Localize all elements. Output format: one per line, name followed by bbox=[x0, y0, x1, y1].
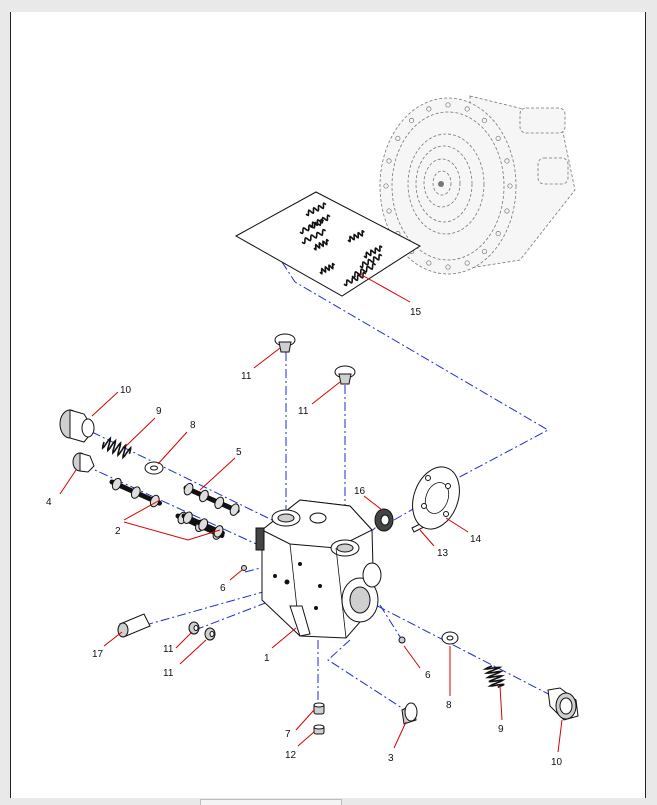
callout-11: 11 bbox=[241, 371, 252, 382]
callout-1: 1 bbox=[264, 653, 270, 664]
callout-10: 10 bbox=[551, 757, 563, 768]
callout-10: 10 bbox=[120, 385, 132, 396]
callout-9: 9 bbox=[156, 406, 162, 417]
callout-7: 7 bbox=[285, 729, 291, 740]
horizontal-scrollbar[interactable] bbox=[200, 799, 342, 805]
callout-4: 4 bbox=[46, 497, 52, 508]
callout-17: 17 bbox=[92, 649, 104, 660]
callout-11: 11 bbox=[298, 406, 309, 417]
plug-10-left bbox=[59, 409, 95, 443]
plug-3 bbox=[401, 702, 418, 725]
callout-11: 11 bbox=[163, 668, 174, 679]
plug-11-lower-a bbox=[188, 621, 200, 635]
leader-lines bbox=[59, 273, 563, 753]
callout-labels: 15 11 11 10 9 8 5 4 2 16 14 13 6 6 17 11… bbox=[46, 307, 563, 768]
callout-14: 14 bbox=[470, 534, 482, 545]
callout-11: 11 bbox=[163, 644, 174, 655]
spool-5 bbox=[181, 482, 240, 538]
callout-9: 9 bbox=[498, 724, 504, 735]
ball-6-left bbox=[241, 565, 247, 571]
spring-9-right bbox=[482, 665, 506, 689]
spring-kit-panel bbox=[234, 191, 421, 297]
plug-10-right bbox=[547, 687, 579, 721]
plug-11-lower-b bbox=[204, 627, 216, 641]
callout-12: 12 bbox=[285, 750, 297, 761]
fitting-7 bbox=[313, 702, 325, 715]
ball-6-right bbox=[398, 636, 406, 644]
plug-11-top-right bbox=[334, 365, 356, 385]
callout-8: 8 bbox=[446, 700, 452, 711]
motor-housing bbox=[379, 95, 576, 275]
valve-body bbox=[255, 499, 382, 639]
callout-3: 3 bbox=[388, 753, 394, 764]
callout-2: 2 bbox=[115, 526, 121, 537]
plug-11-top-left bbox=[274, 333, 296, 353]
plate-14 bbox=[412, 466, 460, 530]
bearing-16 bbox=[374, 508, 394, 532]
plug-4 bbox=[72, 452, 95, 473]
callout-13: 13 bbox=[437, 548, 449, 559]
callout-8: 8 bbox=[190, 420, 196, 431]
washer-8-right bbox=[441, 631, 459, 645]
fitting-12 bbox=[313, 724, 325, 735]
callout-5: 5 bbox=[236, 447, 242, 458]
callout-6: 6 bbox=[220, 583, 226, 594]
washer-8-left bbox=[144, 461, 164, 475]
spool-2 bbox=[109, 477, 225, 540]
callout-15: 15 bbox=[410, 307, 422, 318]
spring-9-left bbox=[101, 436, 132, 460]
screw-17 bbox=[117, 613, 151, 638]
callout-16: 16 bbox=[354, 486, 366, 497]
callout-6: 6 bbox=[425, 670, 431, 681]
